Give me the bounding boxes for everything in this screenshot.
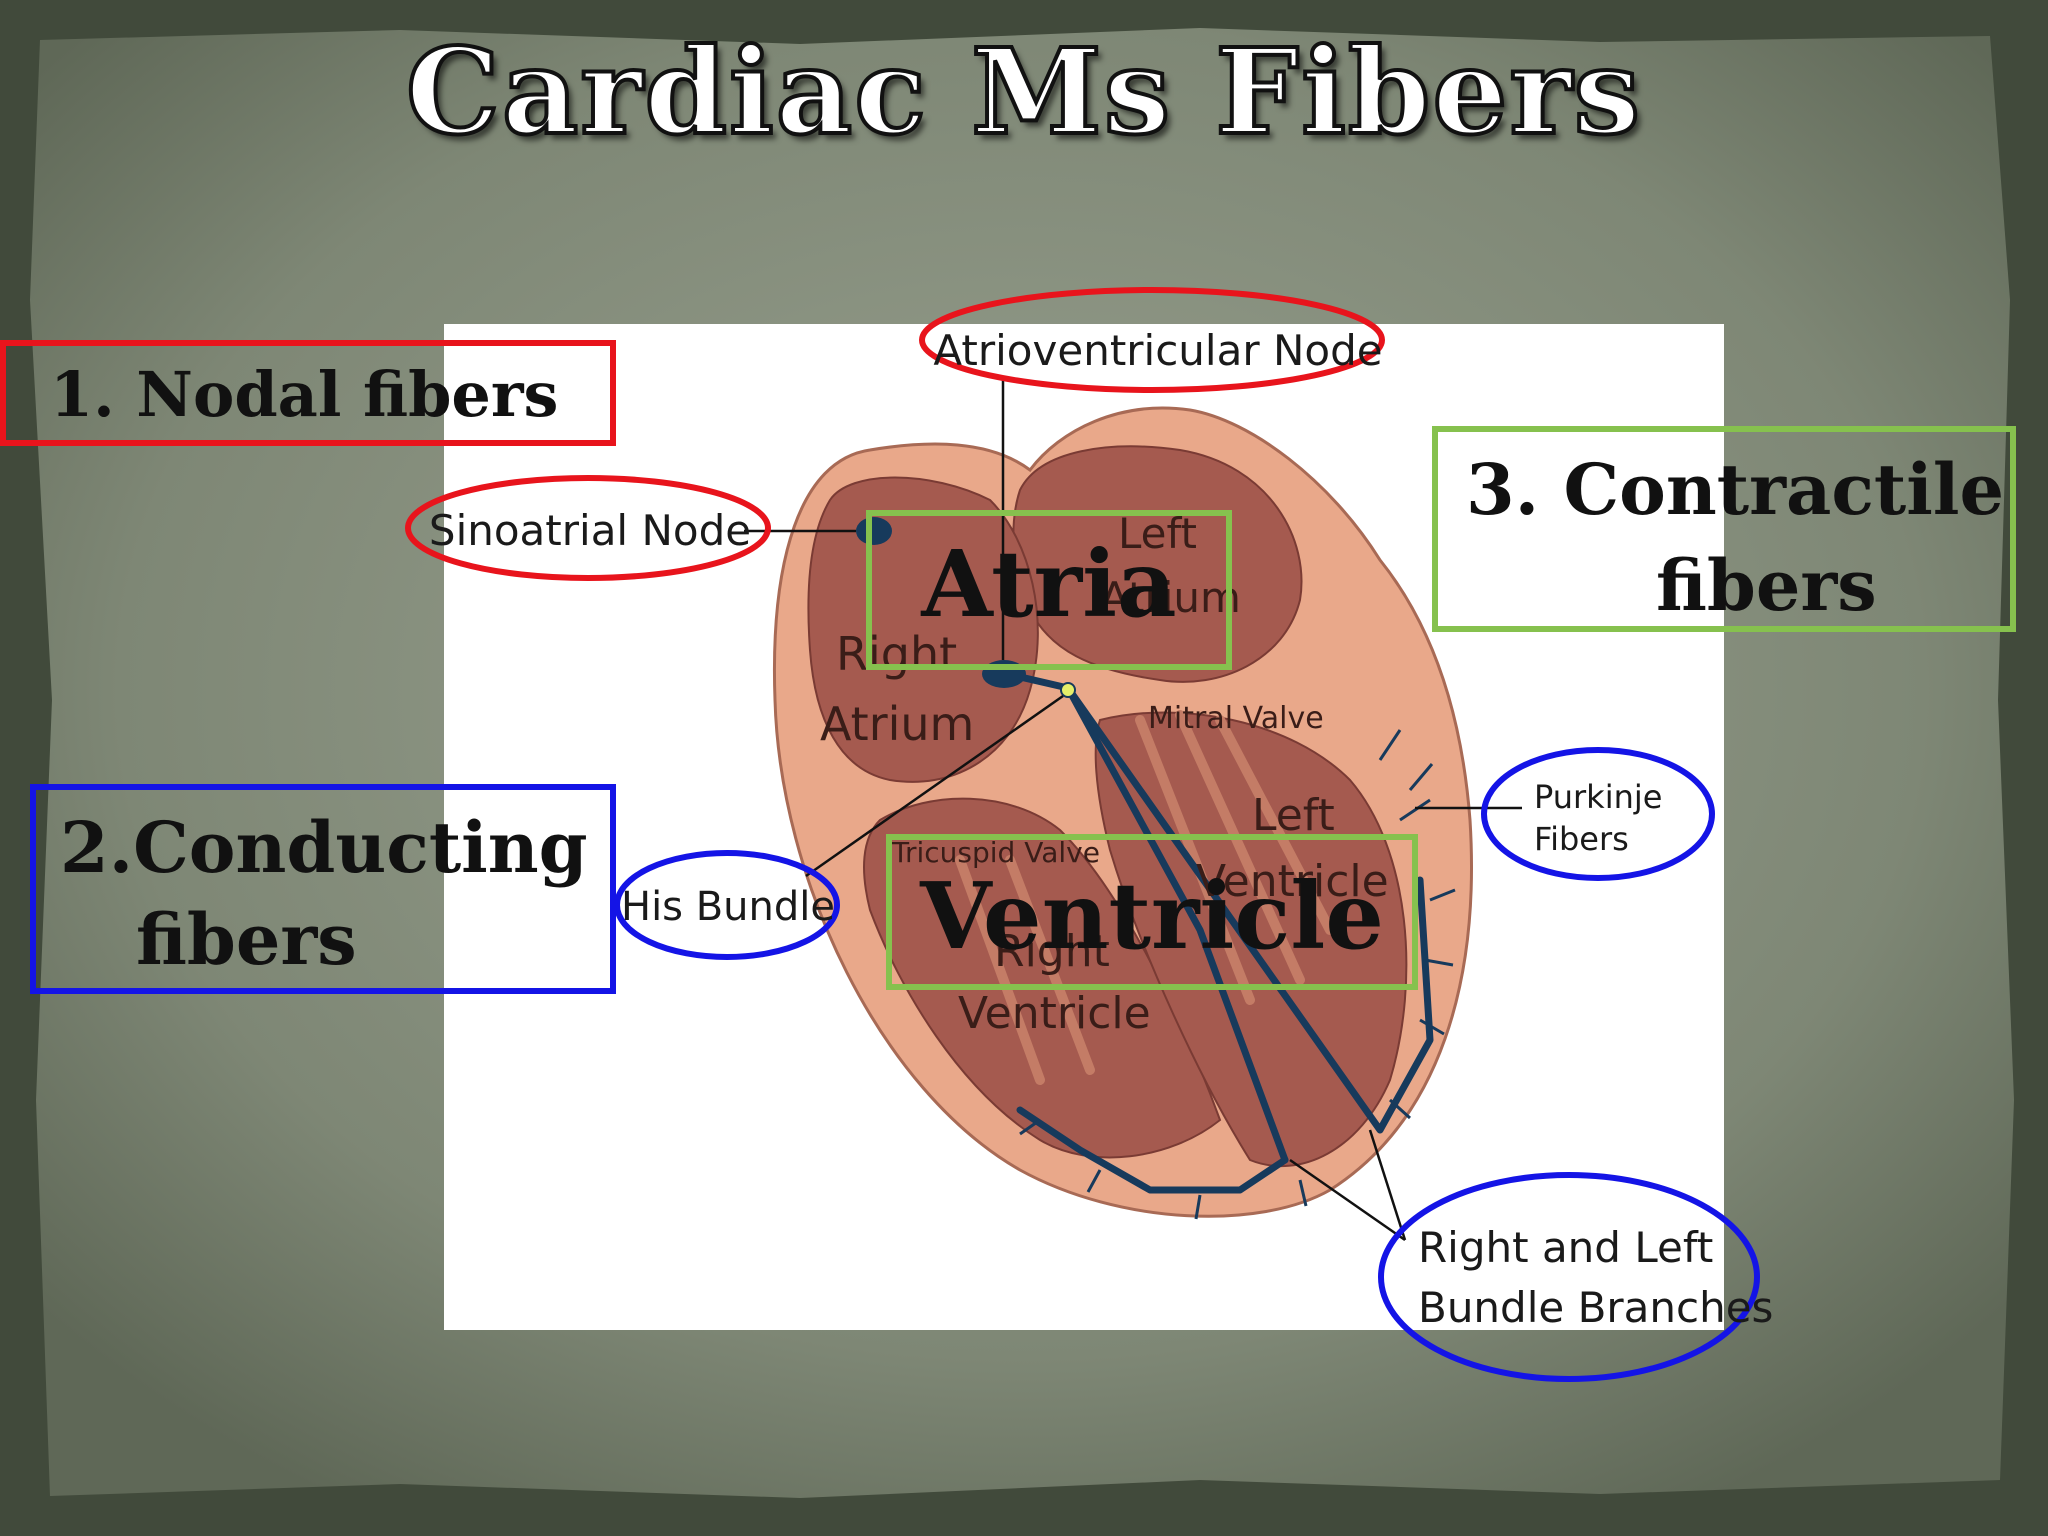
- label-bundle-branches-1: Right and Left: [1418, 1223, 1713, 1272]
- label-purkinje-2: Fibers: [1534, 820, 1629, 858]
- right-ventricle-chamber: [863, 797, 1222, 1159]
- label-tricuspid-valve: Tricuspid Valve: [891, 836, 1100, 869]
- right-atrium-chamber: [807, 476, 1039, 783]
- label-right-atrium-2: Atrium: [820, 697, 974, 751]
- label-left-ventricle-2: Ventricle: [1196, 856, 1389, 907]
- leader-lines: [744, 380, 1522, 1242]
- bundle-branches-oval: [1378, 1172, 1760, 1382]
- his-bundle-marker: [1060, 682, 1076, 698]
- contractile-fibers-box: 3. Contractile fibers: [1432, 426, 2016, 632]
- conducting-fibers-label-1: 2.Conducting: [60, 806, 588, 889]
- conducting-fibers-label-2: fibers: [136, 898, 357, 981]
- slide-title: Cardiac Ms Fibers: [404, 20, 1643, 163]
- purkinje-branches: [1019, 729, 1456, 1220]
- label-sa-node: Sinoatrial Node: [429, 506, 751, 555]
- contractile-fibers-label-1: 3. Contractile: [1466, 448, 2004, 531]
- sa-node-oval: [405, 475, 771, 581]
- conducting-fibers-box: 2.Conducting fibers: [30, 784, 616, 994]
- contractile-fibers-label-2: fibers: [1656, 544, 1877, 627]
- his-bundle-oval: [614, 850, 840, 960]
- label-right-atrium-1: Right: [836, 627, 957, 681]
- label-bundle-branches-2: Bundle Branches: [1418, 1283, 1773, 1332]
- papillary-muscles: [955, 710, 1335, 1085]
- ventricle-box: [886, 834, 1418, 990]
- atria-label: Atria: [921, 530, 1177, 638]
- ventricle-label: Ventricle: [920, 862, 1384, 970]
- label-left-atrium-1: Left: [1118, 509, 1197, 558]
- nodal-fibers-label: 1. Nodal fibers: [50, 358, 559, 431]
- nodal-fibers-box: 1. Nodal fibers: [0, 340, 616, 446]
- label-av-node: Atrioventricular Node: [933, 326, 1382, 375]
- sa-node-marker: [856, 517, 892, 545]
- label-his-bundle: His Bundle: [621, 884, 835, 930]
- atria-box: [866, 510, 1232, 670]
- av-node-oval: [919, 287, 1385, 393]
- label-purkinje-1: Purkinje: [1534, 778, 1662, 816]
- label-mitral-valve: Mitral Valve: [1148, 701, 1324, 736]
- label-right-ventricle-2: Ventricle: [958, 988, 1151, 1039]
- label-left-ventricle-1: Left: [1252, 790, 1335, 841]
- label-left-atrium-2: Atrium: [1100, 573, 1241, 622]
- label-right-ventricle-1: Right: [994, 926, 1110, 977]
- purkinje-oval: [1481, 747, 1715, 881]
